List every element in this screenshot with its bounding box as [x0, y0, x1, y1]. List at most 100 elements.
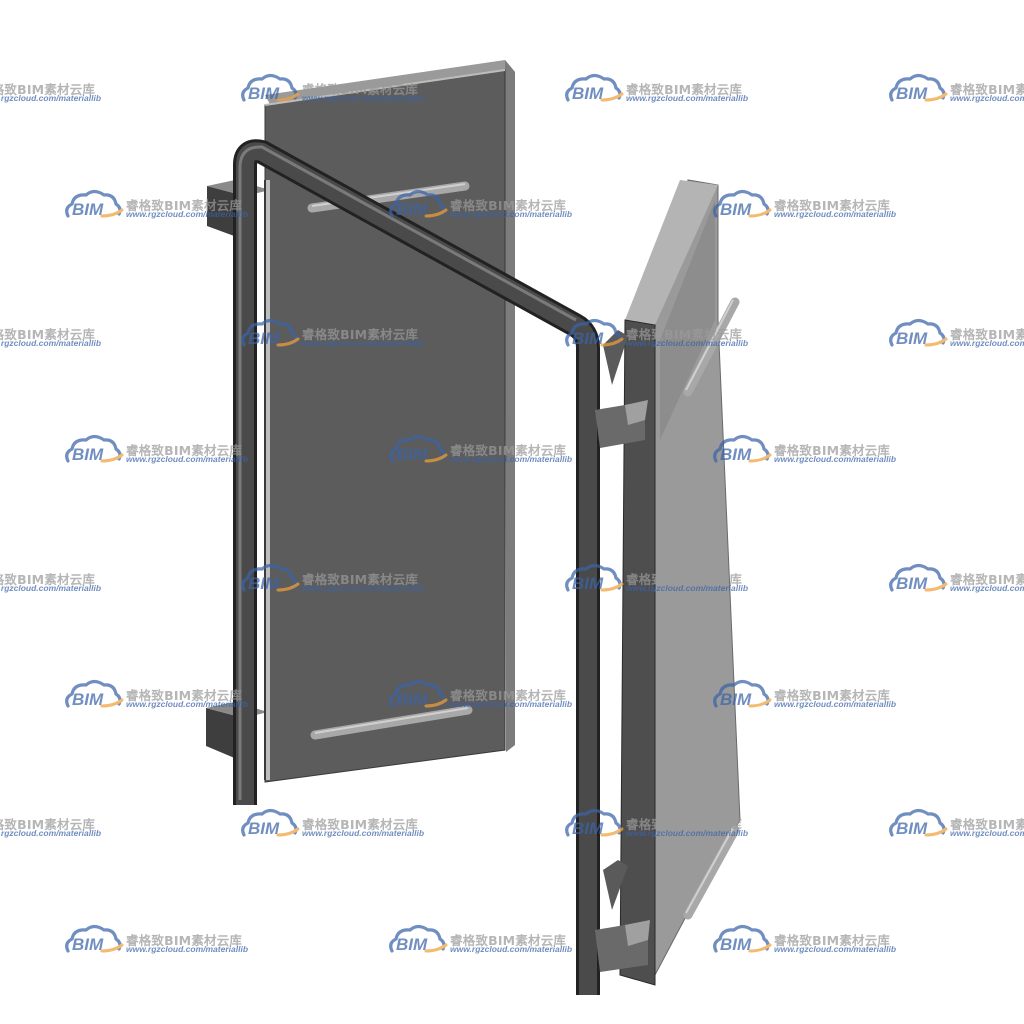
watermark-url: www.rgzcloud.com/materiallib: [450, 699, 573, 709]
watermark-bim-text: BIM: [572, 329, 604, 348]
left-leaf-side-face: [505, 60, 515, 752]
bim-cloud-logo-icon: [565, 318, 624, 347]
watermark-title: 睿格致BIM素材云库: [774, 443, 891, 458]
watermark-bim-text: BIM: [720, 445, 752, 464]
watermark-bim-text: BIM: [572, 84, 604, 103]
watermark-bim-text: BIM: [72, 690, 104, 709]
watermark-url: www.rgzcloud.com/materiallib: [450, 454, 573, 464]
watermark-bim-text: BIM: [896, 329, 928, 348]
watermark-title: 睿格致BIM素材云库: [126, 688, 243, 703]
right-leaf-front-face: [619, 319, 656, 986]
right-bottom-rod: [683, 825, 740, 920]
bim-cloud-logo-icon: [713, 434, 772, 463]
watermark-title: 睿格致BIM素材云库: [950, 572, 1024, 587]
bim-watermark: BIM 睿格致BIM素材云库 www.rgzcloud.com/material…: [238, 560, 438, 600]
watermark-url: www.rgzcloud.com/materiallib: [774, 699, 897, 709]
watermark-title: 睿格致BIM素材云库: [450, 198, 567, 213]
watermark-title: 睿格致BIM素材云库: [774, 933, 891, 948]
watermark-title: 睿格致BIM素材云库: [302, 82, 419, 97]
watermark-url: www.rgzcloud.com/materiallib: [0, 93, 102, 103]
bim-watermark: BIM 睿格致BIM素材云库 www.rgzcloud.com/material…: [886, 70, 1024, 110]
watermark-bim-text: BIM: [720, 690, 752, 709]
watermark-bim-text: BIM: [72, 200, 104, 219]
bim-cloud-logo-icon: [889, 73, 948, 102]
watermark-title: 睿格致BIM素材云库: [302, 327, 419, 342]
watermark-url: www.rgzcloud.com/materiallib: [950, 93, 1024, 103]
watermark-url: www.rgzcloud.com/materiallib: [126, 454, 249, 464]
bim-watermark: BIM 睿格致BIM素材云库 www.rgzcloud.com/material…: [386, 431, 586, 471]
bim-cloud-logo-icon: [565, 808, 624, 837]
bim-watermark: BIM 睿格致BIM素材云库 www.rgzcloud.com/material…: [886, 560, 1024, 600]
watermark-url: www.rgzcloud.com/materiallib: [126, 944, 249, 954]
watermark-url: www.rgzcloud.com/materiallib: [950, 583, 1024, 593]
watermark-bim-text: BIM: [248, 574, 280, 593]
watermark-url: www.rgzcloud.com/materiallib: [774, 209, 897, 219]
bim-cloud-logo-icon: [565, 73, 624, 102]
watermark-url: www.rgzcloud.com/materiallib: [302, 828, 425, 838]
bim-watermark: BIM 睿格致BIM素材云库 www.rgzcloud.com/material…: [62, 676, 262, 716]
bim-watermark: BIM 睿格致BIM素材云库 www.rgzcloud.com/material…: [386, 186, 586, 226]
watermark-url: www.rgzcloud.com/materiallib: [126, 699, 249, 709]
watermark-bim-text: BIM: [248, 329, 280, 348]
watermark-title: 睿格致BIM素材云库: [774, 688, 891, 703]
bim-watermark: BIM 睿格致BIM素材云库 www.rgzcloud.com/material…: [238, 70, 438, 110]
bim-watermark: BIM 睿格致BIM素材云库 www.rgzcloud.com/material…: [0, 805, 115, 845]
watermark-bim-text: BIM: [720, 200, 752, 219]
watermark-title: 睿格致BIM素材云库: [450, 933, 567, 948]
watermark-title: 睿格致BIM素材云库: [950, 82, 1024, 97]
watermark-url: www.rgzcloud.com/materiallib: [0, 338, 102, 348]
bim-watermark: BIM 睿格致BIM素材云库 www.rgzcloud.com/material…: [0, 560, 115, 600]
watermark-title: 睿格致BIM素材云库: [126, 933, 243, 948]
watermark-url: www.rgzcloud.com/materiallib: [626, 93, 749, 103]
watermark-url: www.rgzcloud.com/materiallib: [302, 93, 425, 103]
bim-watermark: BIM 睿格致BIM素材云库 www.rgzcloud.com/material…: [62, 431, 262, 471]
watermark-title: 睿格致BIM素材云库: [626, 817, 743, 832]
watermark-title: 睿格致BIM素材云库: [626, 327, 743, 342]
frame-tube-highlight: [238, 145, 577, 800]
bim-cloud-logo-icon: [65, 434, 124, 463]
watermark-url: www.rgzcloud.com/materiallib: [302, 583, 425, 593]
bim-watermark: BIM 睿格致BIM素材云库 www.rgzcloud.com/material…: [710, 186, 910, 226]
bim-cloud-logo-icon: [713, 679, 772, 708]
watermark-bim-text: BIM: [720, 935, 752, 954]
watermark-title: 睿格致BIM素材云库: [626, 82, 743, 97]
watermark-bim-text: BIM: [72, 445, 104, 464]
watermark-bim-text: BIM: [396, 445, 428, 464]
bim-cloud-logo-icon: [713, 924, 772, 953]
right-top-rod: [683, 297, 740, 397]
watermark-title: 睿格致BIM素材云库: [126, 198, 243, 213]
bim-watermark: BIM 睿格致BIM素材云库 www.rgzcloud.com/material…: [562, 560, 762, 600]
left-bottom-rod: [310, 705, 473, 740]
bim-watermark: BIM 睿格致BIM素材云库 www.rgzcloud.com/material…: [710, 921, 910, 961]
watermark-title: 睿格致BIM素材云库: [302, 572, 419, 587]
watermark-url: www.rgzcloud.com/materiallib: [126, 209, 249, 219]
watermark-url: www.rgzcloud.com/materiallib: [302, 338, 425, 348]
bim-cloud-logo-icon: [241, 73, 300, 102]
watermark-url: www.rgzcloud.com/materiallib: [774, 454, 897, 464]
watermark-bim-text: BIM: [896, 819, 928, 838]
watermark-url: www.rgzcloud.com/materiallib: [0, 828, 102, 838]
watermark-title: 睿格致BIM素材云库: [302, 817, 419, 832]
bim-cloud-logo-icon: [565, 563, 624, 592]
bim-watermark: BIM 睿格致BIM素材云库 www.rgzcloud.com/material…: [710, 676, 910, 716]
watermark-title: 睿格致BIM素材云库: [0, 82, 96, 97]
watermark-bim-text: BIM: [396, 690, 428, 709]
watermark-url: www.rgzcloud.com/materiallib: [450, 209, 573, 219]
watermark-title: 睿格致BIM素材云库: [450, 443, 567, 458]
bim-cloud-logo-icon: [389, 189, 448, 218]
watermark-title: 睿格致BIM素材云库: [450, 688, 567, 703]
watermark-title: 睿格致BIM素材云库: [0, 572, 96, 587]
bim-watermark: BIM 睿格致BIM素材云库 www.rgzcloud.com/material…: [238, 315, 438, 355]
right-bottom-bracket: [595, 920, 650, 972]
bim-cloud-logo-icon: [889, 318, 948, 347]
bim-cloud-logo-icon: [65, 189, 124, 218]
watermark-title: 睿格致BIM素材云库: [0, 327, 96, 342]
bim-cloud-logo-icon: [389, 924, 448, 953]
watermark-bim-text: BIM: [248, 819, 280, 838]
watermark-url: www.rgzcloud.com/materiallib: [950, 828, 1024, 838]
bim-cloud-logo-icon: [889, 563, 948, 592]
watermark-bim-text: BIM: [572, 574, 604, 593]
watermark-url: www.rgzcloud.com/materiallib: [626, 583, 749, 593]
watermark-title: 睿格致BIM素材云库: [0, 817, 96, 832]
